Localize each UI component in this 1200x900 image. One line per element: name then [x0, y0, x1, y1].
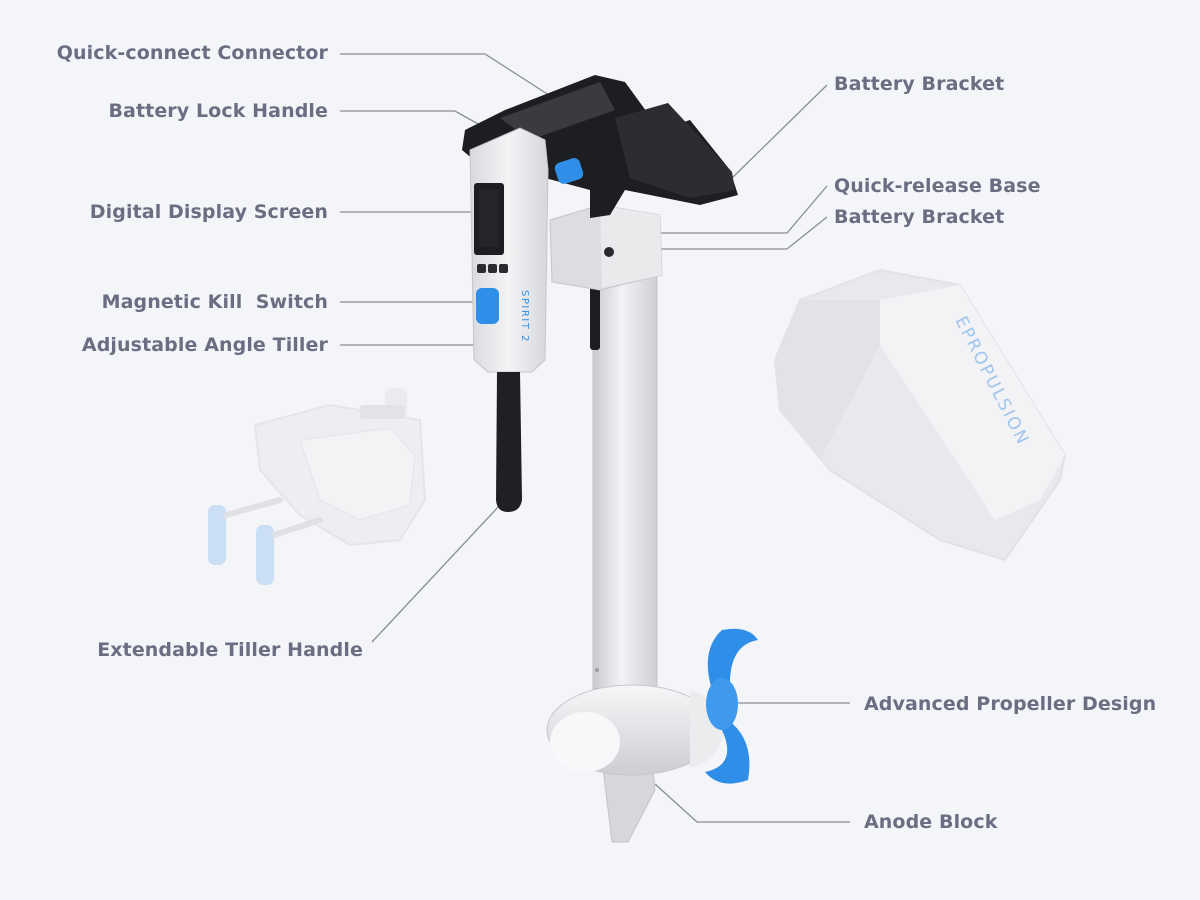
quick-release-collar — [549, 204, 663, 291]
leader-quick-release — [610, 185, 828, 234]
label-quick-release-base: Quick-release Base — [834, 175, 1041, 197]
leader-battery-bracket-lower — [610, 216, 828, 250]
lower-unit — [546, 684, 724, 843]
label-extendable-tiller-handle: Extendable Tiller Handle — [97, 639, 363, 661]
leader-battery-bracket — [731, 84, 828, 179]
leader-tiller-handle — [371, 504, 501, 643]
tiller-brand-text: SPIRIT 2 — [519, 290, 530, 343]
label-digital-display-screen: Digital Display Screen — [89, 201, 328, 223]
label-magnetic-kill-switch: Magnetic Kill Switch — [101, 291, 328, 313]
label-battery-bracket-lower: Battery Bracket — [834, 206, 1005, 228]
leader-battery-lock — [340, 110, 481, 126]
leader-anode — [654, 783, 850, 823]
propeller — [705, 628, 758, 784]
label-quick-connect-connector: Quick-connect Connector — [56, 42, 328, 64]
motor-shaft — [590, 254, 658, 711]
label-adjustable-angle-tiller: Adjustable Angle Tiller — [81, 334, 328, 356]
battery-ghost — [773, 268, 1067, 562]
clamp-bracket-ghost — [208, 388, 427, 585]
tiller-body — [469, 127, 549, 373]
label-battery-lock-handle: Battery Lock Handle — [108, 100, 328, 122]
battery-bracket — [462, 75, 738, 218]
label-battery-bracket-top: Battery Bracket — [834, 73, 1005, 95]
tiller-grip — [496, 372, 522, 512]
leader-lines — [340, 53, 850, 823]
label-anode-block: Anode Block — [864, 811, 998, 833]
label-advanced-propeller-design: Advanced Propeller Design — [864, 693, 1157, 715]
